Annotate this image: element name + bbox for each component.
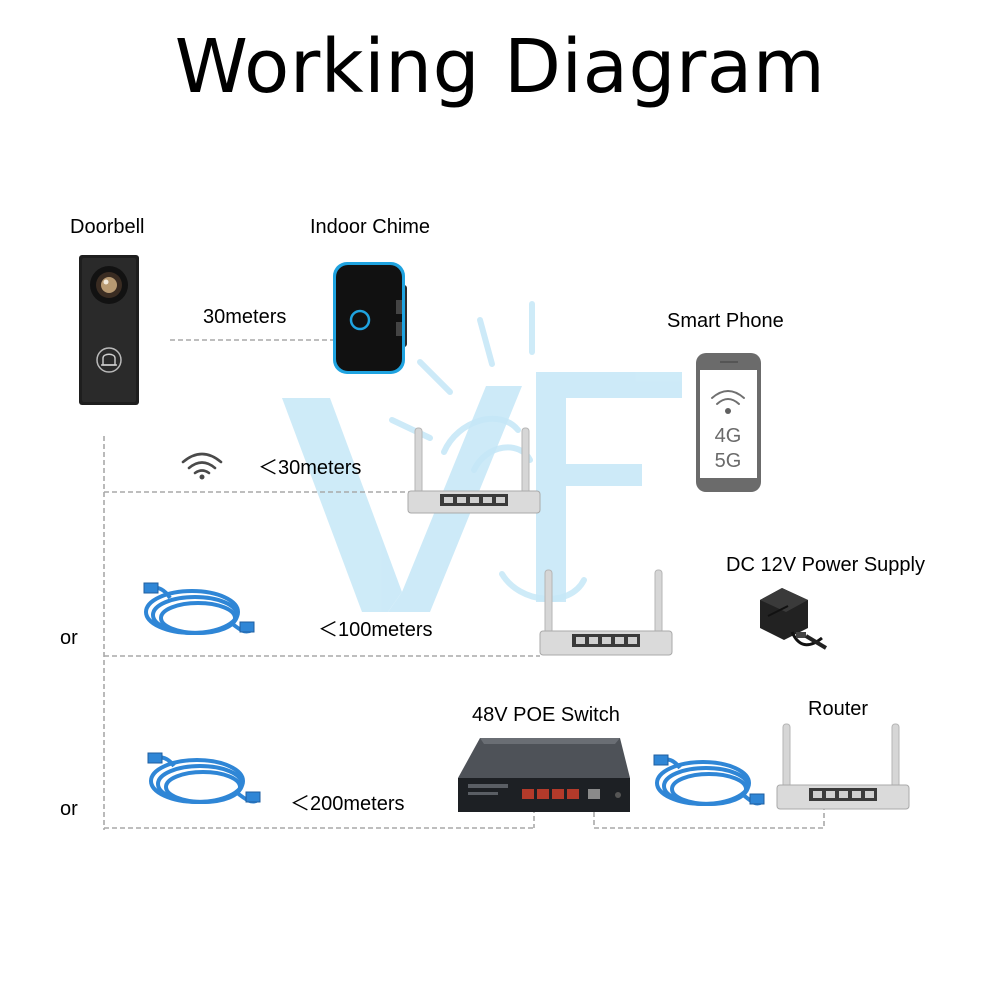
phone-text-4g: 4G [715,425,742,447]
phone-text-5g: 5G [715,450,742,472]
page-title: Working Diagram [174,24,826,110]
indoor-chime-label: Indoor Chime [310,216,431,238]
distance-cable-poe: ＜200meters [290,793,405,815]
smart-phone-label: Smart Phone [667,310,784,332]
distance-chime: 30meters [203,306,287,328]
or-label-2: or [60,798,78,820]
or-label-1: or [60,627,78,649]
doorbell-label: Doorbell [70,216,145,238]
wifi-icon [711,390,745,405]
distance-cable-router: ＜100meters [318,619,433,641]
router-label: Router [808,698,869,720]
distance-wifi: ＜30meters [258,457,362,479]
dc-power-label: DC 12V Power Supply [726,554,925,576]
poe-switch-label: 48V POE Switch [472,704,620,726]
